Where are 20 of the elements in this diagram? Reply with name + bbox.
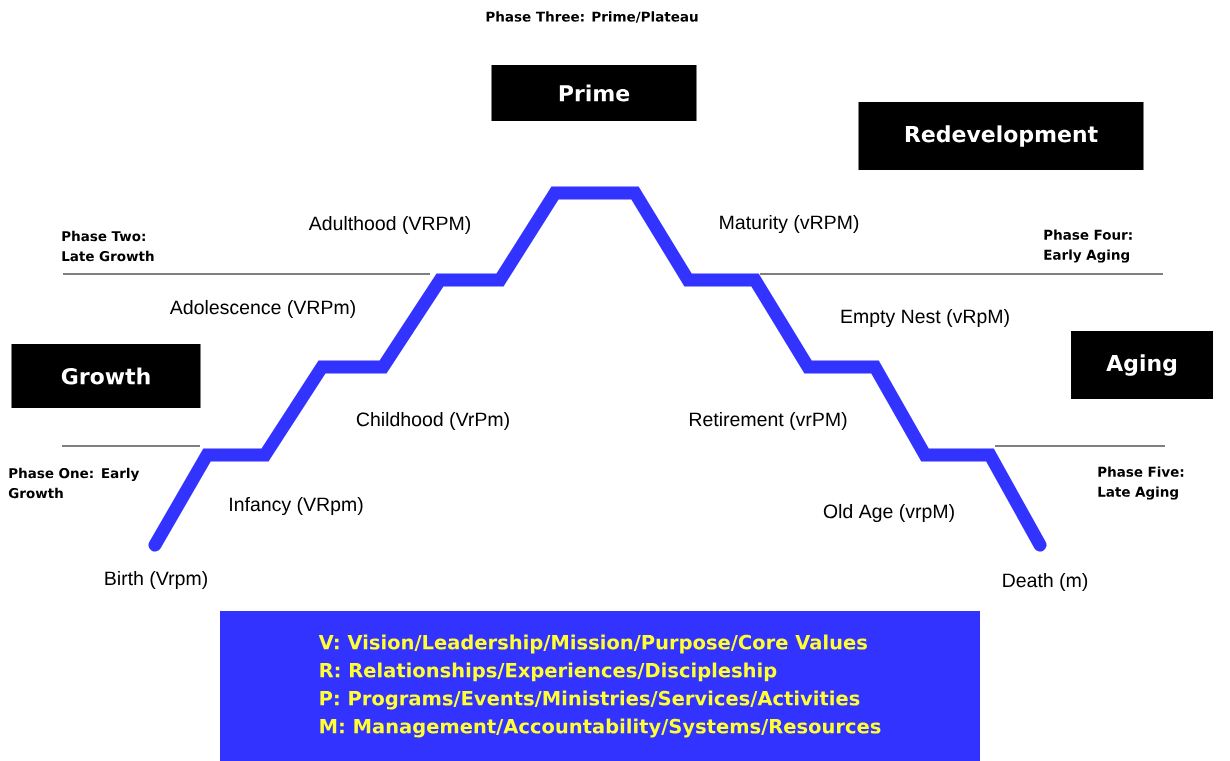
stage-label: Empty Nest (vRpM): [841, 308, 1009, 328]
stage-label: Birth (Vrpm): [105, 570, 207, 590]
stage-label: Adolescence (VRPm): [169, 299, 355, 319]
phase-label: Phase Three: Prime/Plateau: [486, 11, 698, 23]
stage-label: Maturity (vRPM): [720, 214, 859, 234]
stage-label: Death (m): [1003, 572, 1088, 592]
stage-box: Aging: [1071, 331, 1213, 399]
stage-label: Childhood (VrPm): [356, 411, 509, 431]
key-box: V: Vision/Leadership/Mission/Purpose/Core Values R: Relationships/Experiences/Discipleship P: Programs/Events/Ministries/Services/Activities M: Management/Accountability/Systems/Resources: [220, 611, 980, 761]
stage-label: Retirement (vrPM): [690, 411, 847, 431]
phase-label: Phase Five: Late Aging: [1098, 466, 1184, 500]
stage-box: Redevelopment: [858, 102, 1144, 170]
stage-label: Infancy (VRpm): [230, 496, 363, 516]
phase-label: Phase One: Early Growth: [8, 467, 140, 499]
phase-label: Phase Four: Early Aging: [1044, 229, 1132, 263]
stage-box: Growth: [11, 344, 201, 408]
stage-box: Prime: [491, 65, 697, 121]
phase-label: Phase Two: Late Growth: [62, 230, 154, 262]
stage-label: Old Age (vrpM): [823, 503, 954, 523]
stage-label: Adulthood (VRPM): [308, 215, 471, 235]
